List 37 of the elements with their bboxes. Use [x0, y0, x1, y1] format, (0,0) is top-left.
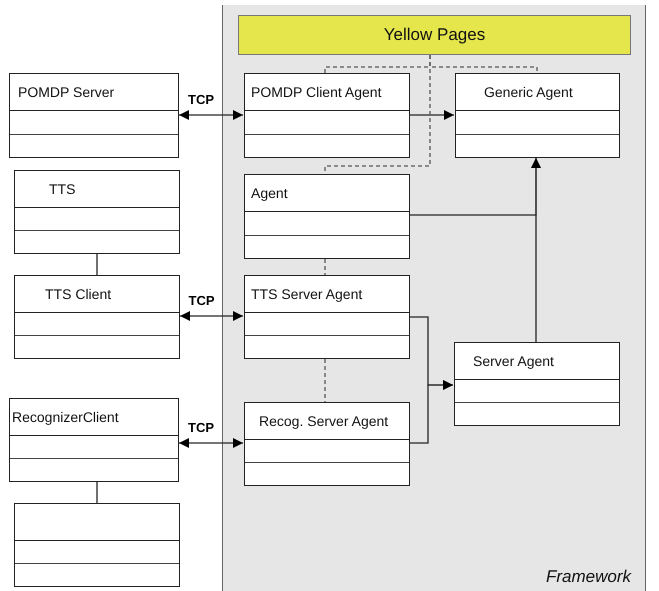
edge-label: TCP [187, 421, 215, 435]
empty-class-box [14, 503, 180, 587]
class-box [454, 342, 620, 426]
edge-label: TCP [188, 294, 216, 308]
class-box [244, 73, 410, 158]
class-name: POMDP Server [18, 84, 114, 100]
class-name: RecognizerClient [12, 409, 119, 425]
arrow [179, 438, 243, 448]
directory-band [238, 15, 631, 55]
class-name: POMDP Client Agent [251, 84, 382, 100]
dashed-connector [324, 359, 326, 402]
class-box [244, 174, 410, 259]
panel-title: Framework [546, 567, 631, 587]
arrow [409, 110, 454, 120]
arrow [531, 158, 541, 342]
class-box [455, 73, 620, 158]
class-name: Generic Agent [484, 84, 573, 100]
class-box [14, 170, 180, 254]
class-name: TTS Client [45, 286, 112, 302]
class-box [9, 398, 179, 482]
class-name: TTS Server Agent [251, 286, 362, 302]
arrow [179, 110, 243, 120]
band-title: Yellow Pages [384, 25, 486, 45]
arrow [409, 380, 453, 444]
class-name: Recog. Server Agent [259, 413, 388, 429]
edge-label: TCP [187, 93, 215, 107]
dashed-connector [324, 259, 326, 275]
class-box [14, 275, 180, 359]
arrow [180, 311, 243, 321]
class-name: Server Agent [473, 353, 554, 369]
framework-panel [222, 5, 646, 591]
class-box [244, 402, 410, 486]
class-name: Agent [251, 185, 288, 201]
class-box [9, 73, 179, 158]
class-box [244, 275, 410, 359]
dashed-connector [324, 55, 431, 174]
class-name: TTS [49, 181, 76, 197]
